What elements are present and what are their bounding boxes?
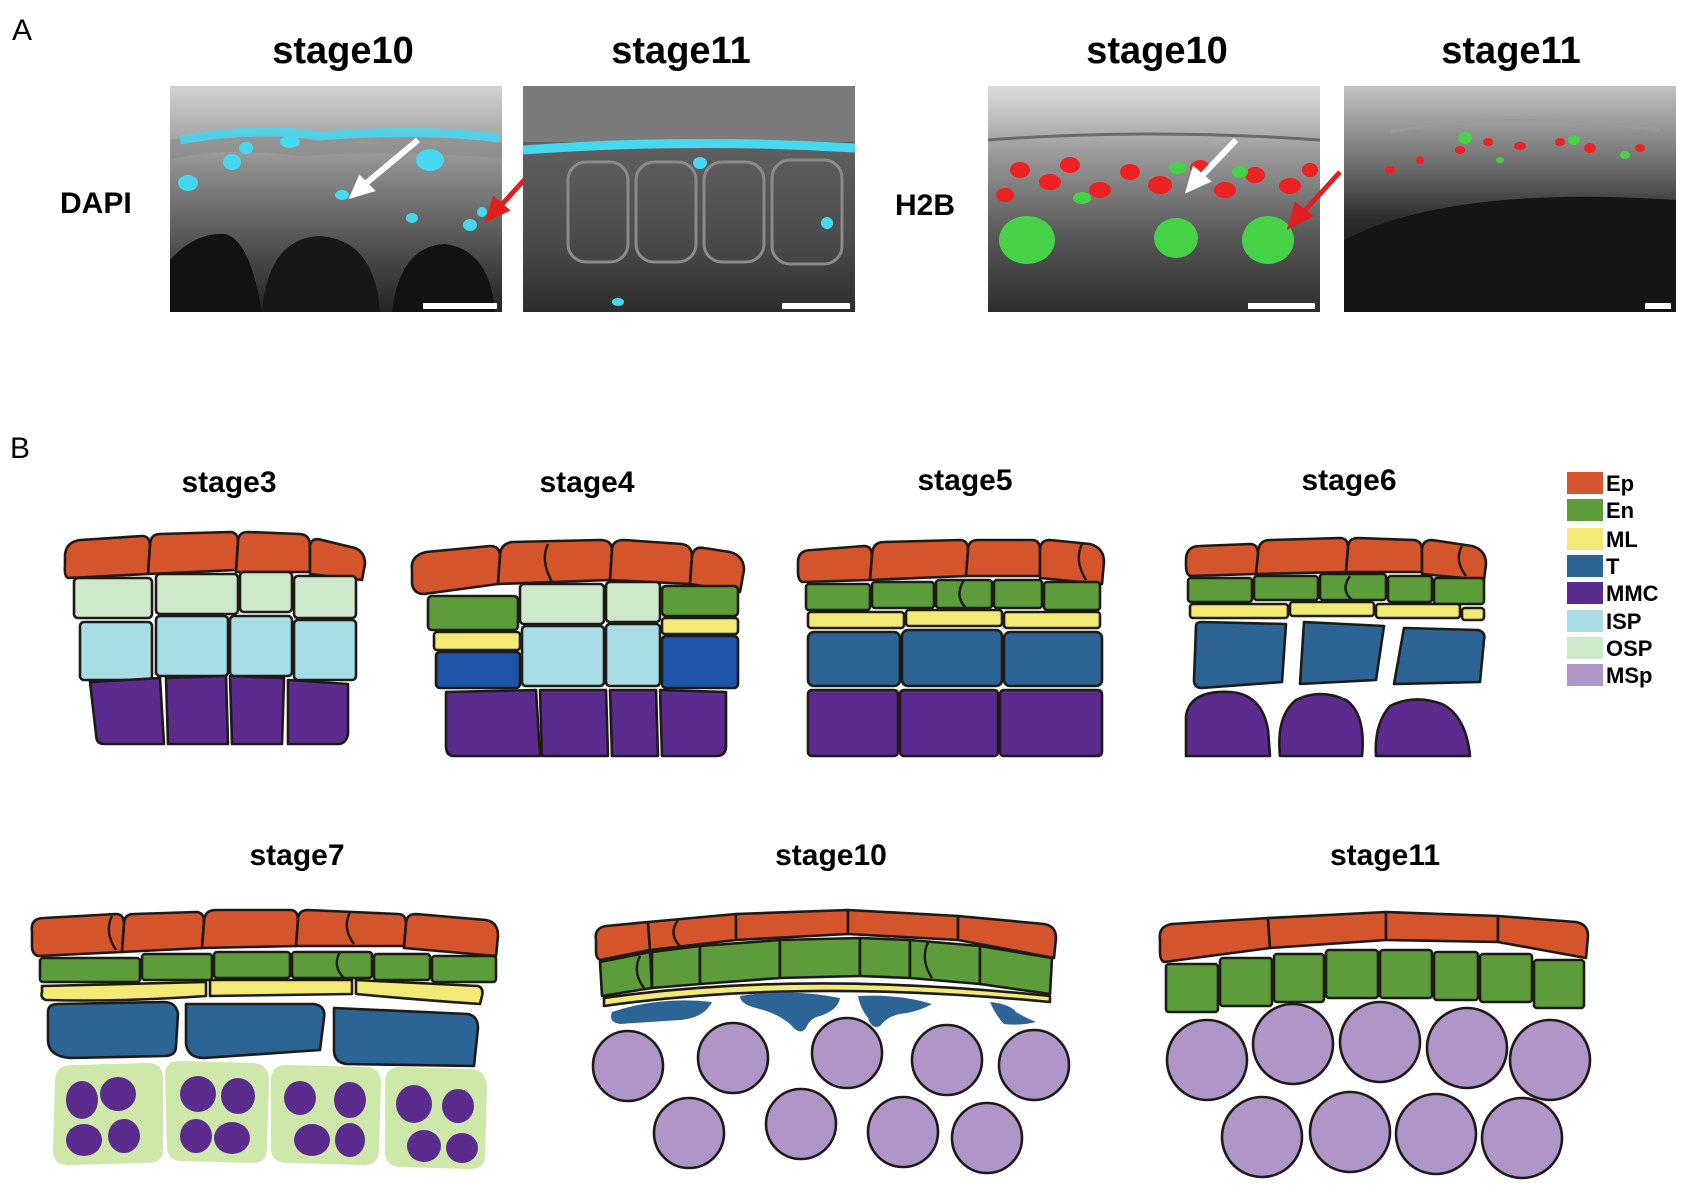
panel-a-letter: A	[12, 14, 32, 47]
stage6-ml-layer	[1188, 600, 1486, 622]
stage6-endodermis-layer	[1186, 572, 1486, 606]
panel-b-title-stage5: stage5	[917, 464, 1012, 497]
stage4-endodermis-cells	[426, 584, 740, 632]
stage10-microspores	[591, 1016, 1071, 1175]
legend-item-t: T	[1567, 554, 1620, 579]
legend-swatch-mmc	[1567, 582, 1603, 604]
legend-swatch-ml	[1567, 528, 1603, 550]
diagram-stage6	[1184, 536, 1488, 758]
stage4-tapetum-cells	[434, 634, 740, 690]
stage5-endodermis-layer	[804, 578, 1102, 612]
micrograph-h2b-stage10	[987, 86, 1342, 312]
legend-label-osp: OSP	[1606, 636, 1652, 661]
legend-label-isp: ISP	[1606, 609, 1641, 634]
stage10-endodermis-layer	[598, 936, 1054, 998]
stage4-osp-cells	[518, 580, 662, 626]
panel-b-title-stage11: stage11	[1330, 839, 1440, 872]
legend-label-ml: ML	[1606, 527, 1638, 552]
stage10-ml-layer	[602, 982, 1052, 1008]
panel-b-title-stage7: stage7	[249, 839, 344, 872]
stage5-ml-layer	[806, 608, 1102, 630]
legend: Ep En ML T MMC ISP OSP MSp	[1567, 471, 1659, 688]
stage3-isp-layer	[78, 614, 358, 682]
diagram-stage3	[63, 530, 367, 746]
legend-swatch-msp	[1567, 664, 1603, 686]
row-label-dapi: DAPI	[60, 187, 132, 220]
stage6-epidermis-layer	[1184, 536, 1488, 582]
stage3-mmc-layer	[88, 674, 350, 746]
stage6-mmc-layer	[1184, 690, 1472, 758]
stage10-epidermis-layer	[594, 908, 1058, 962]
stage3-epidermis-layer	[63, 530, 367, 582]
panel-a-title-dapi-stage11: stage11	[611, 30, 750, 72]
legend-label-mmc: MMC	[1606, 581, 1659, 606]
legend-item-en: En	[1567, 498, 1634, 523]
legend-item-ml: ML	[1567, 527, 1638, 552]
micrograph-h2b-stage11	[1344, 86, 1676, 312]
stage7-endodermis-layer	[38, 950, 498, 984]
diagram-stage4	[410, 538, 746, 758]
legend-label-t: T	[1606, 554, 1620, 579]
stage7-msp-tetrads	[52, 1060, 488, 1170]
panel-a-title-h2b-stage11: stage11	[1441, 30, 1580, 72]
stage4-isp-cells	[520, 622, 662, 688]
stage11-endodermis-layer	[1164, 948, 1586, 1014]
legend-item-ep: Ep	[1567, 471, 1634, 496]
legend-item-isp: ISP	[1567, 609, 1641, 634]
stage7-ml-layer	[40, 978, 484, 1006]
legend-swatch-isp	[1567, 610, 1603, 632]
stage5-mmc-layer	[806, 688, 1104, 758]
panel-b-title-stage10: stage10	[775, 839, 887, 872]
legend-swatch-ep	[1567, 472, 1603, 494]
micrograph-dapi-stage11	[522, 86, 856, 312]
micrograph-dapi-stage10	[170, 86, 539, 312]
stage5-tapetum-layer	[806, 628, 1104, 688]
stage10-tapetum-remnants	[611, 992, 1036, 1032]
panel-a-title-h2b-stage10: stage10	[1086, 30, 1228, 72]
panel-b-letter: B	[10, 432, 30, 465]
panel-a-title-dapi-stage10: stage10	[272, 30, 414, 72]
stage4-epidermis-layer	[410, 538, 746, 596]
legend-swatch-osp	[1567, 637, 1603, 659]
diagram-stage10	[591, 908, 1071, 1175]
stage5-epidermis-layer	[796, 538, 1106, 586]
legend-label-ep: Ep	[1606, 471, 1634, 496]
stage4-mmc-layer	[444, 688, 728, 758]
diagram-stage7	[30, 908, 500, 1170]
panel-b-title-stage3: stage3	[181, 466, 276, 499]
stage3-osp-layer	[72, 570, 358, 620]
legend-label-msp: MSp	[1606, 663, 1652, 688]
stage4-ml-cells	[432, 616, 740, 652]
stage7-epidermis-layer	[30, 908, 500, 958]
stage11-microspores	[1165, 1000, 1592, 1180]
panel-b-title-stage6: stage6	[1301, 464, 1396, 497]
legend-label-en: En	[1606, 498, 1634, 523]
stage6-tapetum-layer	[1192, 620, 1486, 690]
legend-item-osp: OSP	[1567, 636, 1652, 661]
legend-item-msp: MSp	[1567, 663, 1652, 688]
row-label-h2b: H2B	[895, 189, 955, 222]
legend-swatch-en	[1567, 499, 1603, 521]
stage11-epidermis-layer	[1158, 910, 1590, 964]
diagram-stage11	[1158, 910, 1592, 1180]
legend-swatch-t	[1567, 555, 1603, 577]
diagram-stage5	[796, 538, 1106, 758]
legend-item-mmc: MMC	[1567, 581, 1659, 606]
panel-b-title-stage4: stage4	[539, 466, 634, 499]
stage7-tapetum-layer	[46, 1000, 480, 1068]
